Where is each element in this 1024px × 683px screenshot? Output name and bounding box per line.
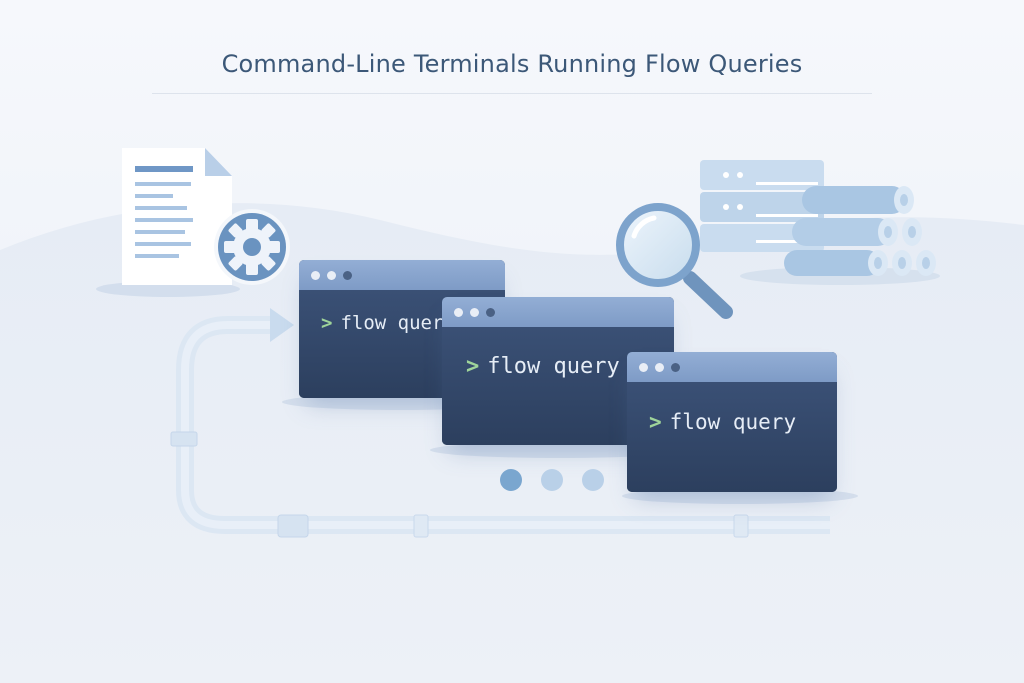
pagination-dot-1[interactable] (500, 469, 522, 491)
window-control-icon[interactable] (655, 363, 664, 372)
terminal-title-bar[interactable] (442, 297, 674, 327)
arrow-icon (270, 308, 294, 342)
terminal-window-3[interactable]: > flow query (627, 352, 837, 492)
window-control-icon[interactable] (454, 308, 463, 317)
pagination-dot-2[interactable] (541, 469, 563, 491)
pagination-dot-3[interactable] (582, 469, 604, 491)
terminal-body[interactable]: > flow query (627, 382, 837, 492)
terminal-command-line: > flow query (466, 354, 620, 379)
prompt-icon: > (649, 410, 662, 434)
window-control-icon[interactable] (671, 363, 680, 372)
gear-icon (214, 209, 290, 285)
pipeline-loop (170, 316, 830, 538)
window-control-icon[interactable] (327, 271, 336, 280)
pipe-stack-icon (784, 186, 936, 276)
terminal-title-bar[interactable] (627, 352, 837, 382)
document-icon (96, 148, 240, 297)
magnifier-icon (616, 203, 733, 319)
terminal-command: flow query (669, 410, 797, 434)
window-control-icon[interactable] (343, 271, 352, 280)
window-control-icon[interactable] (470, 308, 479, 317)
terminal-command-line: > flow quer (321, 312, 443, 334)
window-control-icon[interactable] (311, 271, 320, 280)
title-divider (152, 93, 872, 94)
prompt-icon: > (466, 354, 480, 379)
terminal-command-line: > flow query (649, 410, 796, 434)
terminal-title-bar[interactable] (299, 260, 505, 290)
window-control-icon[interactable] (486, 308, 495, 317)
window-control-icon[interactable] (639, 363, 648, 372)
page-title: Command-Line Terminals Running Flow Quer… (221, 50, 803, 78)
terminal-command: flow quer (340, 312, 444, 334)
terminal-command: flow query (487, 354, 620, 379)
prompt-icon: > (321, 312, 333, 334)
